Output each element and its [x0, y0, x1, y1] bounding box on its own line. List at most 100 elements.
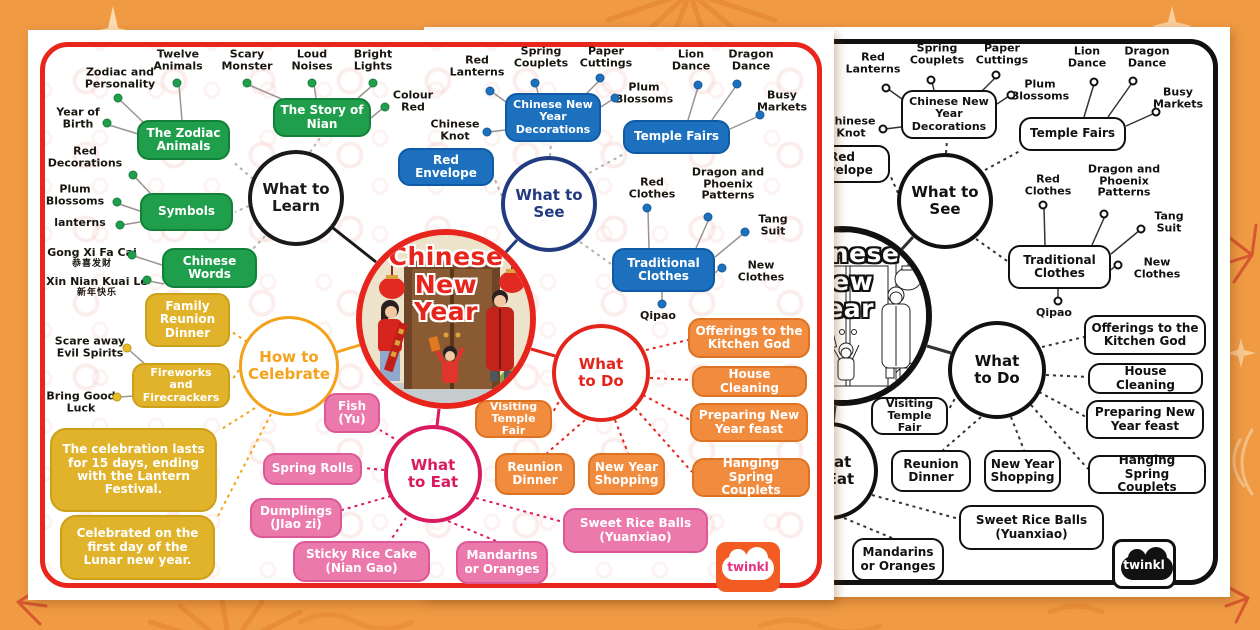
- node-mandarins-oranges: Mandarins or Oranges: [456, 541, 548, 584]
- bw-leaf-dragon-phoenix: Dragon and Phoenix Patterns: [1087, 162, 1161, 199]
- bw-dot-busy-markets: [1151, 107, 1161, 117]
- node-sweet-rice-balls: Sweet Rice Balls (Yuanxiao): [563, 508, 708, 553]
- bw-leaf-busy-markets: Busy Markets: [1152, 85, 1204, 110]
- dot-paper-cuttings: [595, 73, 605, 83]
- leaf-xin-nian-kuai-le: Xin Nian Kuai Le 新年快乐: [32, 276, 162, 298]
- dot-gong-xi: [127, 250, 137, 260]
- dot-lanterns: [115, 220, 125, 230]
- bw-leaf-new-clothes: New Clothes: [1133, 255, 1181, 280]
- dot-plum-blossoms-see: [610, 93, 620, 103]
- dot-zodiac-personality: [113, 93, 123, 103]
- central-illustration: Chinese New Year: [356, 229, 536, 409]
- node-fireworks-firecrackers: Fireworks and Firecrackers: [132, 363, 230, 408]
- twinkl-logo-text: twinkl: [727, 560, 769, 574]
- node-zodiac-animals: The Zodiac Animals: [137, 120, 230, 160]
- leaf-red-decorations: Red Decorations: [47, 144, 123, 169]
- bw-dot-new-clothes: [1113, 260, 1123, 270]
- bw-node-hanging-couplets: Hanging Spring Couplets: [1088, 454, 1206, 494]
- circle-what-to-see-label: What to See: [515, 185, 583, 221]
- dot-scare-away: [122, 343, 132, 353]
- dot-bright-lights: [368, 78, 378, 88]
- bw-node-preparing-feast: Preparing New Year feast: [1086, 400, 1204, 439]
- circle-how-to-celebrate: How to Celebrate: [239, 316, 339, 416]
- leaf-loud-noises: Loud Noises: [291, 47, 333, 72]
- leaf-colour-red: Colour Red: [392, 88, 434, 113]
- poster-title-line3: Year: [414, 297, 478, 326]
- bw-circle-what-to-do-label: What to Do: [974, 351, 1020, 387]
- leaf-scary-monster: Scary Monster: [221, 47, 273, 72]
- bw-node-offerings-kitchen-god: Offerings to the Kitchen God: [1084, 315, 1206, 355]
- poster-title: Chinese New Year: [362, 243, 530, 326]
- dot-red-decorations: [128, 170, 138, 180]
- leaf-dragon-dance: Dragon Dance: [728, 47, 774, 72]
- node-house-cleaning: House Cleaning: [692, 366, 807, 397]
- leaf-scare-away-evil-spirits: Scare away Evil Spirits: [54, 334, 126, 359]
- bw-node-visiting-temple-fair: Visiting Temple Fair: [871, 397, 948, 435]
- bw-dot-qipao: [1053, 296, 1063, 306]
- bw-node-sweet-rice-balls: Sweet Rice Balls (Yuanxiao): [959, 505, 1104, 550]
- bw-dot-plum-blossoms-see: [1006, 90, 1016, 100]
- bw-dot-spring-couplets: [926, 75, 936, 85]
- dot-tang-suit: [740, 227, 750, 237]
- leaf-plum-blossoms-learn: Plum Blossoms: [45, 182, 105, 207]
- leaf-paper-cuttings: Paper Cuttings: [579, 44, 633, 69]
- circle-what-to-see: What to See: [501, 156, 597, 252]
- leaf-gong-xi-chinese: 恭喜发财: [71, 258, 112, 269]
- bw-node-traditional-clothes: Traditional Clothes: [1008, 245, 1111, 289]
- dot-spring-couplets: [530, 78, 540, 88]
- bw-leaf-lion-dance: Lion Dance: [1067, 44, 1107, 69]
- bw-node-reunion-dinner: Reunion Dinner: [891, 450, 971, 492]
- bw-circle-what-to-see-label: What to See: [911, 182, 979, 218]
- dot-new-clothes: [717, 263, 727, 273]
- leaf-lanterns: lanterns: [54, 216, 106, 230]
- bw-leaf-tang-suit: Tang Suit: [1154, 209, 1184, 234]
- bw-twinkl-logo: twinkl: [1112, 539, 1176, 589]
- node-visiting-temple-fair: Visiting Temple Fair: [475, 400, 552, 438]
- bw-leaf-chinese-knot: Chinese Knot: [826, 114, 876, 139]
- dot-xin-nian: [142, 275, 152, 285]
- bw-leaf-qipao: Qipao: [1036, 306, 1072, 320]
- leaf-red-clothes: Red Clothes: [628, 175, 676, 200]
- bw-dot-lion-dance: [1089, 77, 1099, 87]
- bw-twinkl-cloud-icon: [1121, 547, 1173, 580]
- circle-what-to-learn-label: What to Learn: [262, 179, 330, 215]
- leaf-xin-nian-chinese: 新年快乐: [76, 287, 117, 298]
- node-offerings-kitchen-god: Offerings to the Kitchen God: [688, 318, 810, 358]
- leaf-plum-blossoms-see: Plum Blossoms: [614, 80, 674, 105]
- dot-dragon-phoenix: [703, 212, 713, 222]
- node-chinese-words: Chinese Words: [162, 248, 257, 288]
- leaf-lion-dance: Lion Dance: [671, 47, 711, 72]
- node-preparing-feast: Preparing New Year feast: [690, 403, 808, 442]
- poster-title-line1: Chinese: [388, 242, 504, 271]
- node-story-of-nian: The Story of Nian: [273, 98, 371, 137]
- circle-what-to-do-label: What to Do: [578, 354, 624, 390]
- bw-node-cny-decorations: Chinese New Year Decorations: [901, 90, 997, 139]
- bw-circle-what-to-do: What to Do: [948, 321, 1046, 419]
- node-red-envelope: Red Envelope: [398, 148, 494, 186]
- node-new-year-shopping: New Year Shopping: [588, 453, 665, 495]
- bw-twinkl-logo-text: twinkl: [1123, 558, 1165, 572]
- dot-busy-markets: [755, 110, 765, 120]
- dot-red-clothes: [642, 203, 652, 213]
- bw-dot-red-lanterns: [881, 83, 891, 93]
- bw-leaf-paper-cuttings: Paper Cuttings: [975, 41, 1029, 66]
- bw-dot-chinese-knot: [878, 124, 888, 134]
- leaf-zodiac-personality: Zodiac and Personality: [84, 65, 156, 90]
- dot-twelve-animals: [172, 78, 182, 88]
- node-hanging-couplets: Hanging Spring Couplets: [692, 457, 810, 497]
- twinkl-logo: twinkl: [716, 542, 780, 592]
- leaf-xin-nian-roman: Xin Nian Kuai Le: [46, 274, 148, 288]
- dot-scary-monster: [242, 78, 252, 88]
- node-dumplings: Dumplings (JIao zi): [250, 498, 342, 538]
- dot-chinese-knot: [482, 127, 492, 137]
- leaf-bright-lights: Bright Lights: [353, 47, 393, 72]
- leaf-gong-xi-fa-cai: Gong Xi Fa Cai 恭喜发财: [37, 247, 147, 269]
- leaf-busy-markets: Busy Markets: [756, 88, 808, 113]
- node-traditional-clothes: Traditional Clothes: [612, 248, 715, 292]
- circle-what-to-eat-label: What to Eat: [407, 455, 459, 491]
- bw-dot-dragon-phoenix: [1099, 209, 1109, 219]
- circle-what-to-learn: What to Learn: [248, 150, 344, 246]
- dot-year-of-birth: [102, 118, 112, 128]
